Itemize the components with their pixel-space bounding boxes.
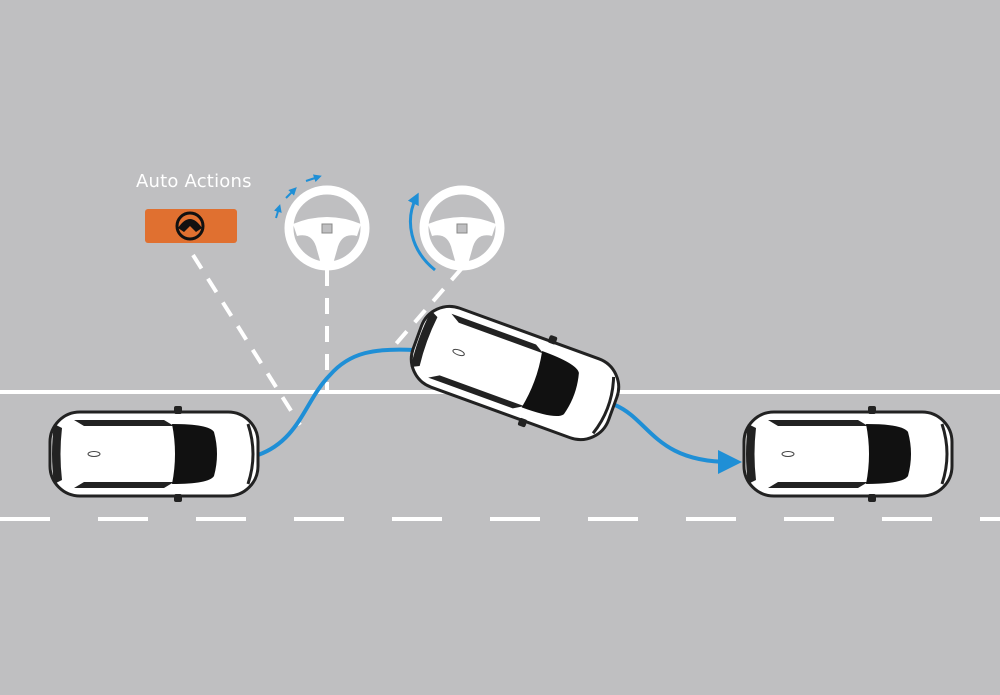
steering-wheel-icon (289, 190, 365, 266)
turn-arrows-icon (274, 174, 436, 272)
vehicle-path (257, 347, 416, 457)
car-icon (742, 404, 954, 504)
auto-actions-label: Auto Actions (136, 171, 252, 192)
steering-assist-icon (145, 209, 237, 243)
vehicle-path-arrow (614, 403, 742, 474)
car-icon (48, 404, 260, 504)
car-icon (399, 290, 631, 456)
steering-wheel-icon (424, 190, 500, 266)
leader-lines (191, 253, 464, 427)
